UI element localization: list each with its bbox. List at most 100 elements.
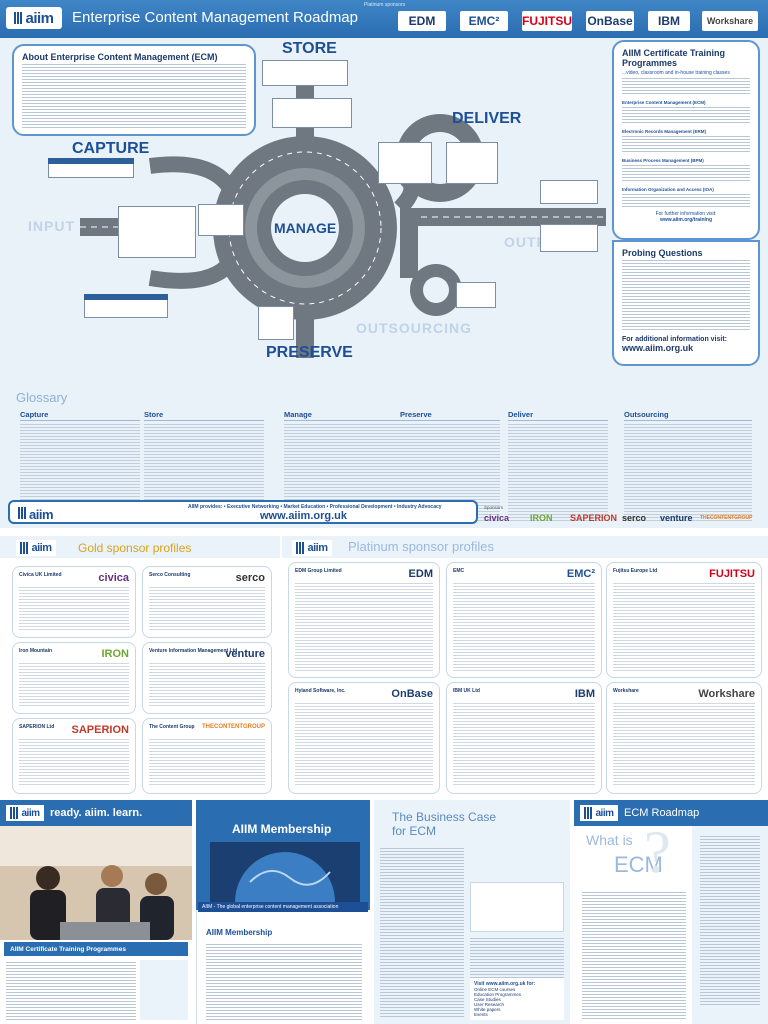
strip-sponsor-logo[interactable]: venture: [660, 513, 693, 523]
globe-icon: [210, 842, 360, 902]
gold-title: Gold sponsor profiles: [78, 541, 192, 555]
strip-sponsor-logo[interactable]: serco: [622, 513, 647, 523]
business-list-item: User Research: [474, 1002, 505, 1007]
business-list-item: Case Studies: [474, 997, 501, 1002]
aiim-strip: aiim AIIM provides: • Executive Networki…: [8, 500, 478, 524]
header-bar: aiim Enterprise Content Management Roadm…: [0, 0, 768, 38]
strip-sponsor-logo[interactable]: THECONTENTGROUP: [700, 515, 753, 521]
output-box-2: [540, 224, 598, 252]
ready-sidebar: [140, 960, 188, 1020]
sponsor-card: Serco Consulting serco: [142, 566, 272, 638]
probing-url[interactable]: www.aiim.org.uk: [622, 343, 694, 353]
business-list-title: Visit www.aiim.org.uk for:: [474, 981, 536, 987]
roadmap-text: [582, 892, 686, 1020]
aiim-logo[interactable]: aiim: [6, 7, 62, 29]
aiim-provides: AIIM provides: • Executive Networking • …: [188, 504, 442, 510]
glossary: Glossary Capture Store Manage Preserve D…: [16, 390, 758, 530]
strip-sponsor-logo[interactable]: IRON: [530, 513, 553, 523]
sponsor-card-logo[interactable]: SAPERION: [71, 724, 129, 736]
sponsor-card-name: EMC: [453, 568, 465, 574]
deliver-box-2: [446, 142, 498, 184]
sponsor-card-name: Fujitsu Europe Ltd: [613, 568, 658, 574]
header-sponsor-logo[interactable]: EMC²: [460, 11, 508, 31]
label-input: INPUT: [28, 218, 75, 234]
input-box: [118, 206, 196, 258]
training-heading-erm: Electronic Records Management (ERM): [622, 129, 707, 134]
membership-tagline: AIIM - The global enterprise content man…: [198, 902, 368, 912]
glossary-head-preserve: Preserve: [400, 410, 500, 421]
sponsor-card-logo[interactable]: OnBase: [391, 688, 433, 700]
roadmap-head: aiim ECM Roadmap: [574, 800, 768, 826]
training-url[interactable]: www.aiim.org/training: [659, 217, 713, 223]
sponsor-card-logo[interactable]: IBM: [574, 688, 595, 700]
business-list-item: Events: [474, 1012, 488, 1017]
gold-logo[interactable]: aiim: [16, 540, 56, 556]
header-sponsor-logo[interactable]: Workshare: [702, 11, 758, 31]
roadmap-what: What is: [586, 832, 633, 848]
sponsor-card-logo[interactable]: serco: [235, 572, 265, 584]
strip-sponsor-logo[interactable]: SAPERION: [570, 513, 618, 523]
sponsor-card-logo[interactable]: civica: [98, 572, 129, 584]
sponsor-card-name: Civica UK Limited: [19, 572, 62, 578]
output-box: [540, 180, 598, 204]
sponsor-card-name: Serco Consulting: [149, 572, 191, 578]
strip-sponsor-logo[interactable]: civica: [484, 513, 510, 523]
sponsor-card-name: EDM Group Limited: [295, 568, 342, 574]
header-sponsor-logo[interactable]: OnBase: [586, 11, 634, 31]
business-text-right: [470, 938, 564, 978]
roadmap-logo[interactable]: aiim: [580, 805, 618, 821]
sponsor-card-name: SAPERION Ltd: [19, 724, 55, 730]
aiim-url[interactable]: www.aiim.org.uk: [260, 510, 347, 522]
platinum-band: [282, 536, 768, 558]
label-deliver: DELIVER: [452, 110, 522, 127]
training-heading-ioa: Information Organization and Access (IOA…: [622, 187, 714, 192]
glossary-head-capture: Capture: [20, 410, 140, 421]
sponsor-card: Civica UK Limited civica: [12, 566, 136, 638]
sponsor-card-name: Venture Information Management Ltd: [149, 648, 238, 654]
label-capture: CAPTURE: [72, 140, 150, 157]
roadmap-title: ECM Roadmap: [624, 807, 700, 819]
sponsor-card-logo[interactable]: EMC²: [566, 568, 595, 580]
sponsor-card: The Content Group THECONTENTGROUP: [142, 718, 272, 794]
glossary-head-store: Store: [144, 410, 264, 421]
training-footer: For further information visit:: [655, 211, 717, 217]
platinum-logo[interactable]: aiim: [292, 540, 332, 556]
sponsor-card-logo[interactable]: THECONTENTGROUP: [202, 724, 265, 730]
sponsor-card-name: The Content Group: [149, 724, 195, 730]
header-sponsor-logo[interactable]: IBM: [648, 11, 690, 31]
sponsor-card: SAPERION Ltd SAPERION: [12, 718, 136, 794]
sponsor-card-name: Hyland Software, Inc.: [295, 688, 346, 694]
sponsor-card-logo[interactable]: EDM: [408, 568, 433, 580]
business-list-item: Online ECM courses: [474, 987, 516, 992]
business-list-item: White papers: [474, 1007, 501, 1012]
outsourcing-box: [456, 282, 496, 308]
ready-logo[interactable]: aiim: [6, 805, 44, 821]
sponsor-card-logo[interactable]: FUJITSU: [709, 568, 755, 580]
header-sponsor-logo[interactable]: EDM: [398, 11, 446, 31]
label-store: STORE: [282, 40, 337, 57]
membership-section: AIIM Membership: [206, 928, 273, 937]
training-title: AIIM Certificate Training Programmes: [622, 48, 726, 68]
sponsor-card: Hyland Software, Inc. OnBase: [288, 682, 440, 794]
header-sponsor-logo[interactable]: FUJITSU: [522, 11, 572, 31]
ready-text: [6, 962, 136, 1022]
business-list-item: Education Programmes: [474, 992, 522, 997]
training-photo: [0, 826, 192, 940]
glossary-head-deliver: Deliver: [508, 410, 608, 421]
sponsor-card-logo[interactable]: venture: [225, 648, 265, 660]
glossary-col-deliver: Deliver: [508, 410, 608, 522]
sponsor-card-logo[interactable]: IRON: [101, 648, 130, 660]
sponsor-card-logo[interactable]: Workshare: [698, 688, 755, 700]
store-box-2: [272, 98, 352, 128]
roadmap-sidebar: [692, 826, 768, 1024]
input-box-2: [198, 204, 244, 236]
membership-title: AIIM Membership: [232, 822, 332, 836]
sponsor-card: Fujitsu Europe Ltd FUJITSU: [606, 562, 762, 678]
sponsor-card: EDM Group Limited EDM: [288, 562, 440, 678]
probing-title: Probing Questions: [622, 248, 703, 258]
strip-logo[interactable]: aiim: [18, 506, 54, 524]
